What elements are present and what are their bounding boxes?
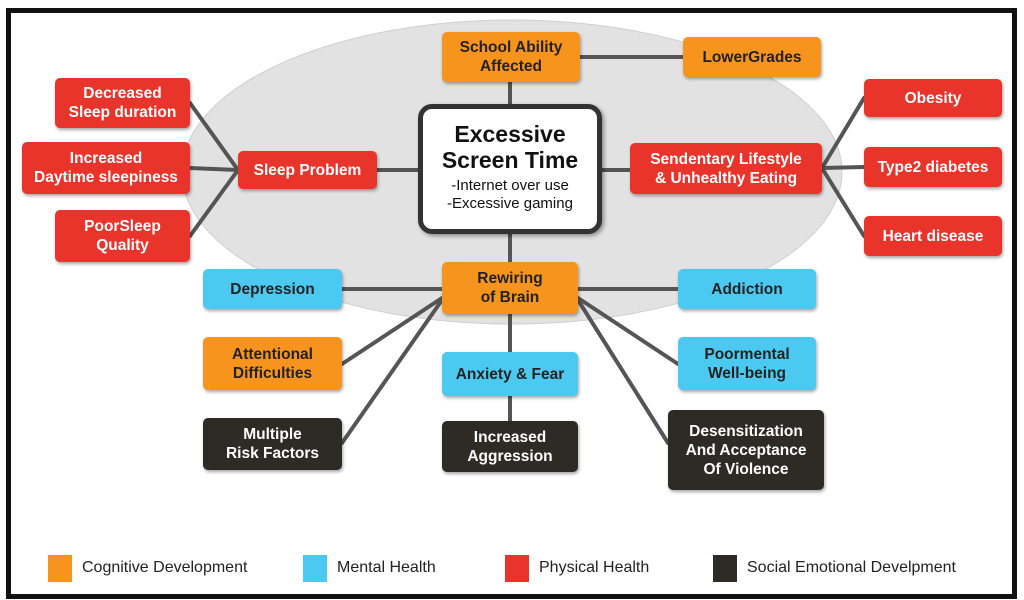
connector-sedentary-diabetes — [820, 165, 866, 170]
node-desensitization: Desensitization And Acceptance Of Violen… — [668, 410, 824, 490]
node-addiction: Addiction — [678, 269, 816, 309]
connector-sleep-decreased — [188, 101, 240, 172]
legend-item-cognitive: Cognitive Development — [48, 553, 247, 583]
legend-swatch-social — [713, 554, 737, 582]
legend-item-physical: Physical Health — [505, 553, 649, 583]
legend-label-social: Social Emotional Develpment — [747, 559, 956, 576]
legend-swatch-cognitive — [48, 554, 72, 582]
center-subtitle: -Internet over use -Excessive gaming — [447, 177, 573, 212]
node-school-ability: School Ability Affected — [442, 32, 580, 82]
node-depression: Depression — [203, 269, 342, 309]
center-node: Excessive Screen Time -Internet over use… — [418, 104, 602, 234]
node-decreased-sleep: Decreased Sleep duration — [55, 78, 190, 128]
node-increased-aggression: Increased Aggression — [442, 421, 578, 472]
node-poor-mental: Poormental Well-being — [678, 337, 816, 390]
node-heart-disease: Heart disease — [864, 216, 1002, 256]
legend-label-cognitive: Cognitive Development — [82, 559, 248, 576]
node-anxiety-fear: Anxiety & Fear — [442, 352, 578, 396]
connector-rewiring-attentional — [340, 296, 444, 366]
connector-rewiring-desensitization — [576, 298, 670, 445]
legend-label-mental: Mental Health — [337, 559, 436, 576]
node-sedentary: Sendentary Lifestyle & Unhealthy Eating — [630, 143, 822, 194]
legend-swatch-physical — [505, 554, 529, 582]
node-sleep-problem: Sleep Problem — [238, 151, 377, 189]
node-obesity: Obesity — [864, 79, 1002, 117]
connector-sedentary-heart — [820, 166, 866, 238]
node-type2-diabetes: Type2 diabetes — [864, 147, 1002, 187]
connector-sleep-increased — [188, 166, 240, 172]
legend-swatch-mental — [303, 554, 327, 582]
connector-rewiring-multiple — [340, 298, 444, 445]
connector-sedentary-obesity — [820, 96, 866, 170]
connector-rewiring-poormental — [576, 296, 680, 366]
legend-item-social: Social Emotional Develpment — [713, 553, 956, 583]
node-attentional: Attentional Difficulties — [203, 337, 342, 390]
node-rewiring-brain: Rewiring of Brain — [442, 262, 578, 314]
node-poor-sleep: PoorSleep Quality — [55, 210, 190, 262]
legend-label-physical: Physical Health — [539, 559, 650, 576]
node-multiple-risk: Multiple Risk Factors — [203, 418, 342, 470]
node-increased-sleepiness: Increased Daytime sleepiness — [22, 142, 190, 194]
center-title: Excessive Screen Time — [441, 121, 579, 173]
legend-item-mental: Mental Health — [303, 553, 436, 583]
node-lower-grades: LowerGrades — [683, 37, 821, 77]
connector-sleep-poor — [188, 168, 240, 238]
